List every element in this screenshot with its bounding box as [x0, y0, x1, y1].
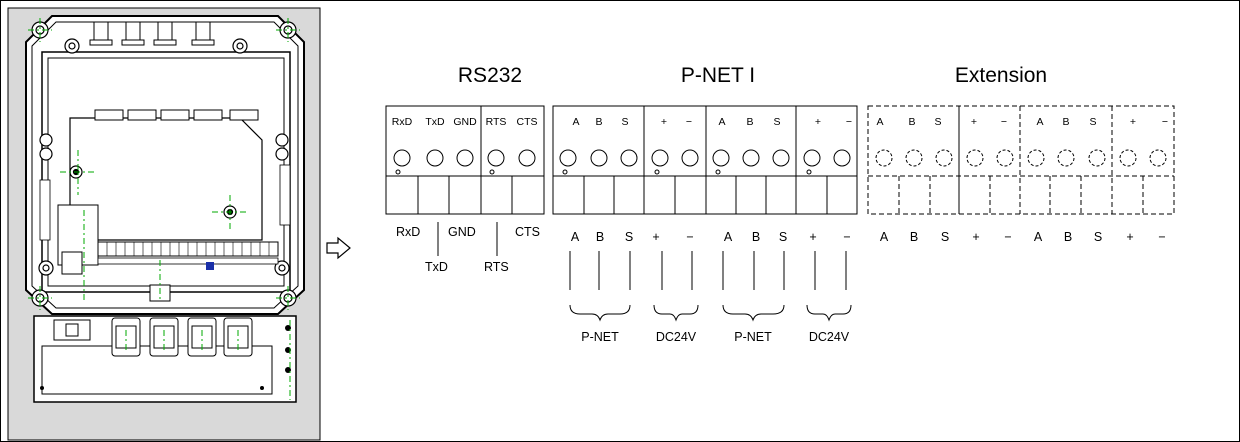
- extension-top-label: B: [1062, 116, 1069, 128]
- cable-glands: [53, 317, 253, 357]
- board-top-clips: [94, 109, 259, 121]
- pnet-below-label: +: [809, 230, 816, 244]
- top-tabs: [89, 21, 215, 46]
- pnet-top-label: +: [661, 116, 667, 128]
- pointer-arrow: [326, 236, 351, 260]
- circuit-board: [69, 117, 263, 241]
- rs232-top-label: GND: [453, 116, 477, 128]
- brace-label-pnet: P-NET: [734, 330, 772, 344]
- rs232-label-rts: RTS: [484, 260, 509, 274]
- extension-top-label: S: [934, 116, 941, 128]
- pnet-top-label: A: [718, 116, 725, 128]
- rs232-top-label: RTS: [486, 116, 507, 128]
- extension-below-label: +: [972, 230, 979, 244]
- pnet-top-label: B: [746, 116, 753, 128]
- rs232-top-label: RxD: [392, 116, 413, 128]
- brace-label-pnet: P-NET: [581, 330, 619, 344]
- rs232-top-label: CTS: [517, 116, 538, 128]
- rs232-screw-terminals: [393, 149, 536, 175]
- centerlines: [28, 18, 300, 400]
- selected-terminal-marker: [206, 262, 214, 270]
- terminal-strip-cells: [106, 242, 270, 256]
- pnet-terminal-block: A B S + − A B S + −: [552, 105, 858, 215]
- extension-below-label: B: [1064, 230, 1072, 244]
- pnet-below-label: S: [779, 230, 787, 244]
- pnet-below-labels: A B S + − A B S + −: [571, 230, 851, 244]
- pnet-below-label: A: [571, 230, 580, 244]
- extension-top-label: A: [1036, 116, 1043, 128]
- pnet-below-label: −: [843, 230, 850, 244]
- pnet-top-label: −: [686, 116, 692, 128]
- extension-terminal-block: [867, 105, 1175, 215]
- pnet-top-label: B: [595, 116, 602, 128]
- extension-top-label: A: [876, 116, 883, 128]
- rs232-terminal-block: RxD TxD GND RTS CTS: [385, 105, 545, 215]
- pnet-braces: [569, 304, 852, 322]
- pnet-top-label: A: [572, 116, 579, 128]
- extension-below-label: S: [941, 230, 949, 244]
- extension-top-label: −: [1162, 116, 1168, 128]
- pnet-below-label: +: [652, 230, 659, 244]
- extension-top-label: S: [1089, 116, 1096, 128]
- group-title-pnet: P-NET I: [681, 64, 755, 87]
- pnet-top-label: S: [621, 116, 628, 128]
- rs232-label-txd: TxD: [425, 260, 448, 274]
- pnet-below-label: S: [625, 230, 633, 244]
- extension-top-label: B: [908, 116, 915, 128]
- right-label-strip: [279, 164, 291, 226]
- extension-below-label: S: [1094, 230, 1102, 244]
- group-title-extension: Extension: [955, 64, 1047, 87]
- extension-below-label: B: [910, 230, 918, 244]
- group-title-rs232: RS232: [458, 64, 522, 87]
- bracket-small: [61, 251, 83, 275]
- pnet-below-label: A: [724, 230, 733, 244]
- pnet-top-label: −: [846, 116, 852, 128]
- left-label-strip: [39, 179, 51, 241]
- extension-top-label: +: [971, 116, 977, 128]
- terminal-strip-lower: [97, 257, 279, 265]
- extension-below-label: −: [1004, 230, 1011, 244]
- extension-below-label: +: [1126, 230, 1133, 244]
- extension-below-label: −: [1158, 230, 1165, 244]
- pnet-below-label: B: [596, 230, 604, 244]
- pnet-wire-lines: [569, 251, 847, 290]
- brace-label-dc24v: DC24V: [656, 330, 697, 344]
- pnet-top-label: +: [815, 116, 821, 128]
- rs232-label-rxd: RxD: [396, 225, 420, 239]
- extension-top-label: −: [1001, 116, 1007, 128]
- extension-top-labels: A B S + − A B S + −: [876, 116, 1168, 128]
- pnet-below-label: B: [752, 230, 760, 244]
- extension-below-labels: A B S + − A B S + −: [880, 230, 1166, 244]
- pnet-below-label: −: [686, 230, 693, 244]
- rs232-label-cts: CTS: [515, 225, 540, 239]
- extension-below-label: A: [1034, 230, 1043, 244]
- extension-top-label: +: [1130, 116, 1136, 128]
- pnet-screw-terminals: [559, 149, 851, 175]
- brace-label-dc24v: DC24V: [809, 330, 850, 344]
- extension-below-label: A: [880, 230, 889, 244]
- extension-screw-terminals: [875, 149, 1167, 167]
- pnet-top-label: S: [773, 116, 780, 128]
- extension-block-outline: [867, 105, 1175, 215]
- rs232-top-label: TxD: [425, 116, 445, 128]
- rs232-label-gnd: GND: [448, 225, 476, 239]
- device-enclosure-drawing: [7, 7, 321, 441]
